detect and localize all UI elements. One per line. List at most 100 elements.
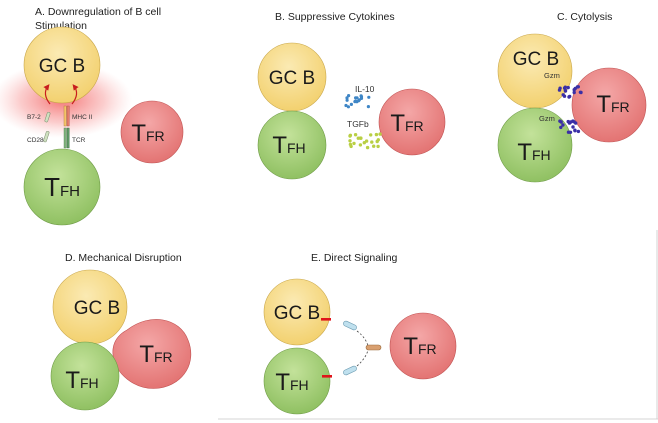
- tfr-label-main: T: [403, 333, 418, 360]
- gcb-label: GC B: [269, 68, 315, 89]
- tfr-cell: [378, 88, 446, 156]
- tcr-receptor: [63, 127, 70, 149]
- il10-molecule: [347, 94, 351, 98]
- mhc-label: MHC II: [72, 114, 92, 121]
- tfr-label-sub: FR: [611, 99, 630, 115]
- panel-c: C. Cytolysis GC B T FH T FR Gzm Gzm: [497, 11, 647, 183]
- panel-c-title: C. Cytolysis: [557, 11, 612, 23]
- inhibition-bar-gcb: [321, 318, 331, 321]
- tgfb-molecule: [358, 143, 363, 147]
- tfh-label-sub: FH: [287, 140, 306, 156]
- tgfb-molecule: [378, 132, 382, 136]
- tfh-label-sub: FH: [60, 183, 80, 200]
- granzyme-molecule: [559, 120, 563, 124]
- signal-path-gcb: [356, 330, 369, 347]
- tfh-label-sub: FH: [290, 377, 309, 393]
- granzyme-molecule: [572, 90, 576, 95]
- il10-molecule: [346, 105, 350, 109]
- granzyme-molecule: [559, 125, 563, 130]
- granzyme-cluster-top: [557, 85, 583, 99]
- panel-d: D. Mechanical Disruption GC B T FH T FR: [50, 252, 192, 411]
- tgfb-molecule: [370, 140, 374, 144]
- receptor-gcb: [343, 320, 357, 331]
- inhibition-bar-tfh: [322, 375, 332, 378]
- granzyme-molecule: [576, 85, 580, 89]
- panel-b-title: B. Suppressive Cytokines: [275, 11, 395, 23]
- panel-b: B. Suppressive Cytokines GC B T FH T FR …: [257, 11, 446, 180]
- tgfb-molecule: [374, 132, 379, 137]
- granzyme-molecule: [569, 120, 573, 124]
- receptor-tfh: [343, 365, 357, 376]
- tgfb-molecule: [358, 136, 363, 140]
- granzyme-molecule: [566, 119, 570, 124]
- signal-path-tfh: [356, 349, 369, 367]
- granzyme-molecule: [571, 125, 575, 129]
- granzyme-molecule: [576, 129, 581, 134]
- granzyme-molecule: [563, 88, 568, 93]
- tfh-label-sub: FH: [80, 375, 99, 391]
- downregulation-arrow-left: [43, 84, 51, 105]
- granzyme-molecule: [563, 85, 567, 89]
- granzyme-molecule: [578, 90, 583, 95]
- il10-cytokine-cluster: [344, 94, 371, 109]
- il10-molecule: [367, 95, 371, 99]
- tgfb-molecule: [376, 144, 380, 149]
- il10-molecule: [357, 99, 361, 103]
- tfr-label-main: T: [390, 110, 405, 137]
- panel-d-title: D. Mechanical Disruption: [65, 252, 182, 264]
- granzyme-molecule: [568, 130, 573, 134]
- tfh-cell: [497, 107, 573, 183]
- granzyme-cluster-bottom: [558, 119, 581, 134]
- tfr-label-sub: FR: [405, 118, 424, 134]
- il10-molecule: [354, 96, 358, 100]
- tfr-label-sub: FR: [146, 128, 165, 144]
- tfh-label-main: T: [272, 132, 287, 159]
- panel-e-title: E. Direct Signaling: [311, 252, 398, 264]
- tgfb-molecule: [352, 141, 356, 146]
- granzyme-molecule: [573, 128, 577, 132]
- tfr-cell: [120, 100, 184, 164]
- tgfb-molecule: [365, 145, 370, 150]
- granzyme-molecule: [566, 85, 570, 90]
- gcb-label: GC B: [274, 303, 320, 324]
- gcb-label: GC B: [74, 298, 120, 319]
- mhc-receptor: [63, 105, 70, 127]
- downregulation-arrow-right: [71, 84, 79, 105]
- granzyme-molecule: [567, 95, 571, 99]
- tgfb-molecule: [369, 133, 373, 137]
- tfh-cell: [50, 341, 120, 411]
- gcb-label: GC B: [39, 56, 85, 77]
- tgfb-molecule: [348, 142, 353, 147]
- il10-molecule: [359, 96, 364, 100]
- b72-receptor: [44, 111, 51, 123]
- cd28-receptor: [43, 130, 50, 143]
- tgfb-label: TGFb: [347, 119, 369, 129]
- b72-label: B7-2: [27, 114, 41, 121]
- il10-label: IL-10: [355, 84, 375, 94]
- granzyme-molecule: [562, 94, 567, 98]
- tgfb-molecule: [348, 139, 352, 143]
- panel-e: E. Direct Signaling GC B T FH T FR: [263, 252, 457, 415]
- granzyme-molecule: [573, 86, 577, 91]
- il10-molecule: [366, 105, 370, 109]
- gzm-label-top: Gzm: [544, 71, 560, 80]
- tfh-label-main: T: [65, 367, 80, 394]
- tfr-cell: [389, 312, 457, 380]
- tgfb-molecule: [348, 133, 353, 137]
- il10-molecule: [345, 96, 349, 100]
- tfr-label-main: T: [139, 341, 154, 368]
- tgfb-molecule: [372, 144, 376, 148]
- tfh-label-main: T: [275, 369, 290, 396]
- tfr-label-main: T: [596, 91, 611, 118]
- tcr-label: TCR: [72, 137, 86, 144]
- gcb-cell: [263, 278, 331, 346]
- tgfb-molecule: [353, 133, 358, 137]
- gcb-label: GC B: [513, 49, 559, 70]
- tfh-cell: [263, 347, 331, 415]
- tfh-label-main: T: [44, 172, 60, 202]
- tfh-cell: [257, 110, 327, 180]
- tfr-cell: [112, 319, 192, 389]
- il10-molecule: [345, 98, 349, 102]
- panel-a-title-line1: A. Downregulation of B cell: [35, 6, 161, 18]
